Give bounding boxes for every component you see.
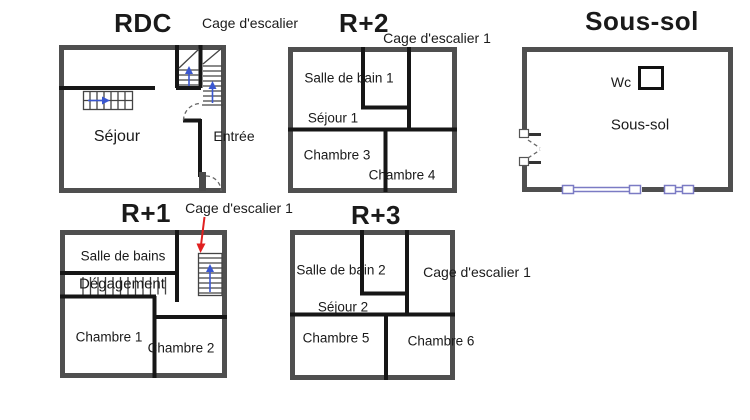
room-label-sejour: Séjour — [93, 128, 141, 145]
room-label-sejour-1: Séjour 1 — [307, 110, 359, 126]
room-label-chambre-3: Chambre 3 — [303, 147, 371, 163]
room-label-chambre-5: Chambre 5 — [302, 330, 370, 346]
rdc-outer-walls — [59, 45, 226, 193]
rdc-bottom-wall-stub — [199, 172, 206, 191]
room-label-chambre-6: Chambre 6 — [407, 333, 475, 349]
r1-inner-walls — [60, 230, 227, 378]
floorplan-r2 — [288, 47, 457, 193]
room-label-sous-sol: Sous-sol — [610, 116, 670, 134]
rdc-stairwell-flight-2 — [202, 47, 223, 106]
rdc-inner-walls — [59, 45, 203, 177]
r2-stairwell-label: Cage d'escalier 1 — [383, 30, 491, 46]
title-rdc: RDC — [114, 8, 172, 38]
room-label-salle-de-bain-2: Salle de bain 2 — [296, 262, 386, 278]
title-r3: R+3 — [351, 200, 401, 230]
room-label-entree: Entrée — [213, 128, 255, 144]
title-r2: R+2 — [339, 8, 389, 38]
room-label-sejour-2: Séjour 2 — [317, 299, 369, 315]
r2-inner-walls — [288, 47, 457, 192]
floorplan-r1 — [60, 216, 227, 378]
room-label-salle-de-bains: Salle de bains — [80, 248, 166, 264]
r3-inner-walls — [290, 230, 455, 380]
floorplan-rdc — [59, 45, 226, 193]
rdc-stairwell-flight-1 — [178, 48, 200, 86]
r1-degagement-stairs — [82, 277, 167, 295]
floorplan-sous-sol — [518, 47, 733, 195]
sous-sol-window — [561, 184, 695, 195]
red-pointer-arrow-icon — [196, 216, 206, 253]
r1-stairwell-label: Cage d'escalier 1 — [185, 200, 293, 216]
rdc-sejour-stairs — [82, 90, 134, 111]
r2-outer-walls — [288, 47, 457, 193]
rdc-front-door-arc — [205, 175, 222, 192]
room-label-chambre-4: Chambre 4 — [368, 167, 436, 183]
title-r1: R+1 — [121, 198, 171, 228]
room-label-wc: Wc — [610, 74, 632, 90]
floorplan-r3 — [290, 230, 455, 380]
r3-outer-walls — [290, 230, 455, 380]
sous-sol-outer-walls — [522, 47, 733, 192]
room-label-chambre-1: Chambre 1 — [75, 329, 143, 345]
room-label-degagement: Dégagement — [79, 275, 165, 293]
r1-stairwell — [197, 252, 223, 297]
rdc-stairwell-label: Cage d'escalier — [201, 15, 299, 31]
rdc-entry-door-arc — [182, 102, 201, 121]
r1-outer-walls — [60, 230, 227, 378]
wc-fixture-symbol — [638, 66, 664, 90]
title-sous-sol: Sous-sol — [585, 6, 699, 36]
room-label-chambre-2: Chambre 2 — [147, 340, 215, 356]
room-label-salle-de-bain-1: Salle de bain 1 — [304, 70, 394, 86]
sous-sol-door — [518, 128, 541, 167]
r3-stairwell-label: Cage d'escalier 1 — [423, 264, 531, 280]
